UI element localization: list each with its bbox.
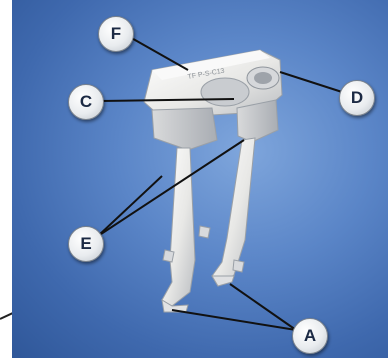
callout-a: A [292, 318, 328, 354]
product-photo: TF P-S-C13 F C D E A [12, 0, 388, 358]
leader-line-e1 [98, 176, 162, 236]
leader-line-d [280, 72, 342, 92]
callout-d: D [339, 80, 375, 116]
leader-line-f [128, 36, 188, 70]
callout-e: E [68, 226, 104, 262]
callout-label: F [111, 24, 121, 44]
callout-label: E [80, 234, 91, 254]
callout-label: C [80, 92, 92, 112]
leader-line-a1 [172, 310, 296, 330]
callout-label: D [351, 88, 363, 108]
clip-right-leg [199, 138, 255, 286]
clip-left-leg [162, 148, 195, 312]
callout-c: C [68, 84, 104, 120]
leader-line-e2 [98, 140, 244, 236]
leader-line-a2 [230, 284, 296, 330]
callout-f: F [98, 16, 134, 52]
callout-label: A [304, 326, 316, 346]
clip-illustration: TF P-S-C13 [12, 0, 388, 358]
